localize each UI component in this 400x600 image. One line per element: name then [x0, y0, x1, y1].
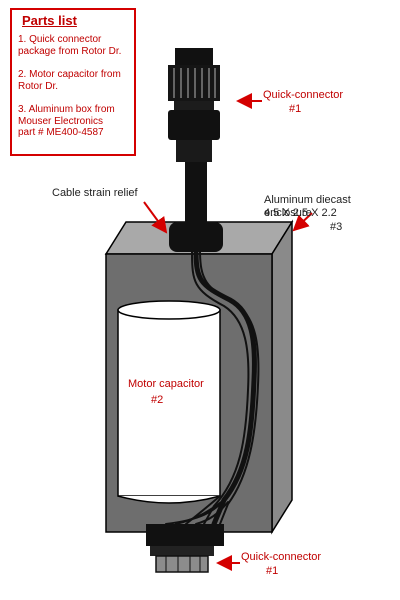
label-top-connector: Quick-connector	[263, 89, 344, 101]
arrow-enclosure	[292, 212, 313, 232]
bottom-connector-collar	[150, 546, 214, 556]
top-connector-cap	[175, 48, 213, 66]
motor-capacitor	[117, 300, 221, 504]
capacitor-bottom-edge	[117, 495, 221, 504]
label-capacitor-num: #2	[151, 394, 164, 406]
top-connector-knurled-ring	[168, 65, 220, 101]
cable-strain-relief-fitting	[169, 222, 223, 252]
bottom-connector-body	[146, 524, 224, 546]
capacitor-top-cap	[117, 300, 221, 320]
part-item-3: 3. Aluminum box from Mouser Electronics …	[18, 104, 115, 138]
top-connector-body	[168, 110, 220, 140]
label-strain-relief: Cable strain relief	[52, 187, 138, 199]
pointer-arrows	[143, 93, 313, 571]
cable-to-enclosure	[185, 162, 207, 224]
label-bottom-connector-num: #1	[266, 565, 279, 577]
enclosure-side-face	[271, 219, 293, 535]
top-connector-sleeve	[176, 140, 212, 162]
bottom-quick-connector	[146, 524, 224, 573]
label-capacitor: Motor capacitor	[128, 378, 204, 390]
capacitor-body	[117, 309, 221, 497]
top-quick-connector	[168, 48, 223, 252]
label-bottom-connector: Quick-connector	[241, 551, 322, 563]
label-enclosure-num: #3	[330, 221, 343, 233]
label-enclosure: Aluminum diecast enclosure	[264, 194, 351, 219]
part-item-1: 1. Quick connector package from Rotor Dr…	[18, 34, 122, 57]
parts-list-title: Parts list	[22, 13, 77, 28]
internal-wires	[165, 247, 260, 527]
label-top-connector-num: #1	[289, 103, 302, 115]
arrow-strain-relief	[143, 201, 168, 234]
part-item-2: 2. Motor capacitor from Rotor Dr.	[18, 69, 121, 92]
parts-list-box: Parts list 1. Quick connector package fr…	[10, 8, 136, 156]
bottom-connector-ring	[155, 555, 209, 573]
label-enclosure-dims: 4.5 X 2.5 X 2.2	[264, 207, 337, 219]
top-connector-neck	[174, 101, 214, 111]
